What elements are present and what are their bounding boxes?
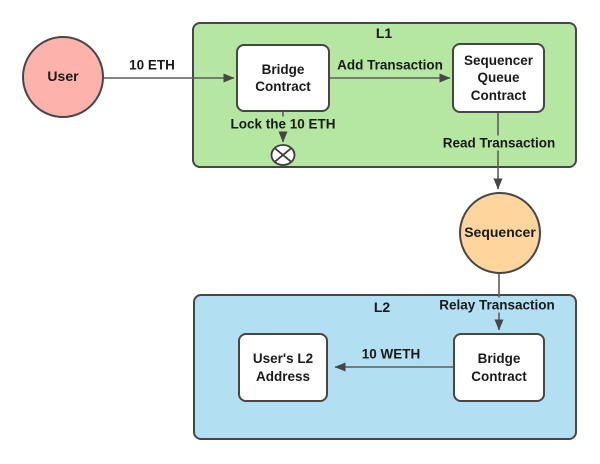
edge-label-add-transaction: Add Transaction — [334, 57, 446, 73]
node-user-l2-address: User's L2 Address — [238, 333, 328, 402]
lock-icon — [270, 144, 296, 166]
edge-label-lock: Lock the 10 ETH — [227, 116, 339, 132]
l2-group-label: L2 — [373, 299, 391, 315]
node-user-l2-address-label: User's L2 Address — [252, 351, 314, 384]
node-bridge-contract-l1-label: Bridge Contract — [255, 61, 311, 94]
l1-group-label: L1 — [375, 25, 393, 41]
edge-label-read-transaction: Read Transaction — [439, 135, 559, 151]
edge-label-mint: 10 WETH — [358, 346, 424, 362]
node-bridge-contract-l2-label: Bridge Contract — [471, 351, 527, 384]
node-user-label: User — [47, 68, 79, 85]
node-sequencer-queue-contract-label: Sequencer Queue Contract — [463, 53, 534, 103]
edge-label-relay-transaction: Relay Transaction — [436, 297, 558, 313]
node-sequencer: Sequencer — [459, 192, 541, 274]
edge-label-deposit: 10 ETH — [126, 57, 178, 73]
node-sequencer-label: Sequencer — [464, 224, 536, 241]
node-sequencer-queue-contract: Sequencer Queue Contract — [452, 43, 545, 113]
node-bridge-contract-l1: Bridge Contract — [236, 44, 330, 112]
node-user: User — [22, 36, 104, 118]
node-bridge-contract-l2: Bridge Contract — [453, 333, 545, 402]
